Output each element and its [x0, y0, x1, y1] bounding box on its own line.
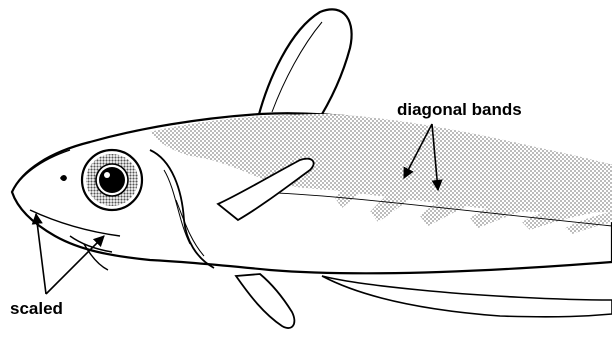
scaled-label: scaled [10, 300, 63, 317]
dorsal-fin [258, 9, 352, 124]
anal-fin [322, 276, 612, 317]
eye [82, 150, 142, 210]
diagonal-bands-label: diagonal bands [397, 101, 522, 118]
pelvic-fin [236, 274, 294, 328]
